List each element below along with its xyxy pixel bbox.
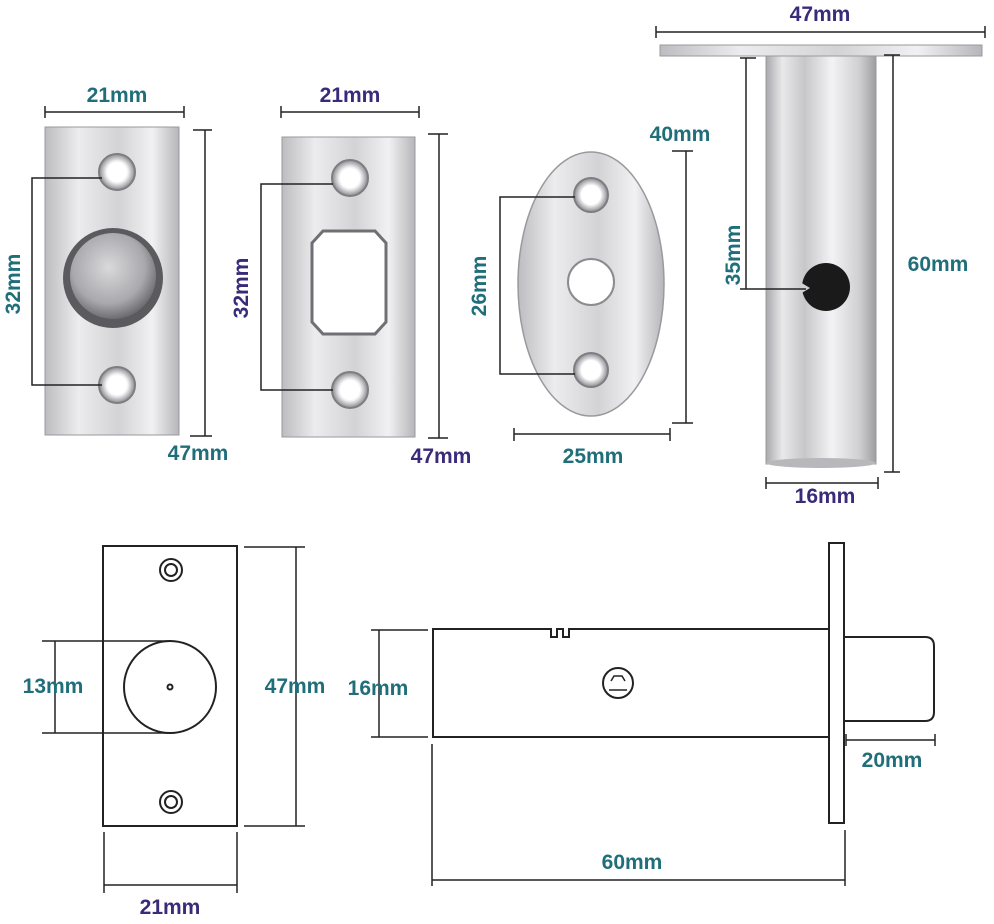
bolt-center-icon bbox=[166, 683, 174, 691]
bolt-body bbox=[659, 44, 983, 468]
center-hole-icon bbox=[567, 258, 615, 306]
side-view-flange bbox=[828, 542, 845, 824]
keyhole-pin bbox=[800, 282, 810, 294]
strike-plate-1-height-label: 47mm bbox=[168, 442, 229, 465]
screw-hole-center bbox=[107, 375, 127, 395]
strike-plate-2-height-label: 47mm bbox=[411, 445, 472, 468]
screw-hole-center bbox=[164, 795, 178, 809]
bolt-tube bbox=[765, 55, 877, 465]
bolt-flange-width-label: 47mm bbox=[790, 3, 851, 26]
oval-plate-height-label: 40mm bbox=[650, 123, 711, 146]
keyhole-icon bbox=[802, 263, 850, 311]
strike-plate-1-dimensions bbox=[31, 106, 212, 437]
screw-hole-icon bbox=[159, 558, 183, 582]
screw-hole-center bbox=[581, 360, 601, 380]
screw-hole-center bbox=[340, 168, 360, 188]
side-view-drawing bbox=[432, 542, 935, 824]
strike-plate-1-hole-spacing-label: 32mm bbox=[2, 254, 25, 315]
front-view-bolt-diameter-label: 13mm bbox=[23, 675, 84, 698]
screw-hole-center bbox=[581, 185, 601, 205]
side-view-dimensions bbox=[371, 629, 936, 886]
front-view-drawing bbox=[102, 545, 238, 827]
oval-plate-hole-spacing-label: 26mm bbox=[468, 256, 491, 317]
bolt-body-dimensions bbox=[655, 26, 986, 489]
bolt-flange bbox=[659, 44, 983, 57]
oval-plate bbox=[517, 151, 665, 417]
strike-plate-1-width-label: 21mm bbox=[87, 84, 148, 107]
bolt-length-label: 60mm bbox=[908, 253, 969, 276]
front-view-height-label: 47mm bbox=[265, 675, 326, 698]
bolt-keyhole-offset-label: 35mm bbox=[722, 225, 745, 286]
screw-hole-center bbox=[340, 380, 360, 400]
side-view-bolt-throw bbox=[844, 636, 935, 722]
keyhole-detail bbox=[609, 675, 627, 691]
bolt-head-icon bbox=[70, 233, 156, 319]
side-view-bolt-throw-label: 20mm bbox=[862, 749, 923, 772]
oval-plate-dimensions bbox=[499, 150, 693, 441]
strike-plate-2-dimensions bbox=[260, 106, 448, 439]
strike-plate-2 bbox=[281, 136, 416, 438]
oval-plate-width-label: 25mm bbox=[563, 445, 624, 468]
front-view-dimensions bbox=[42, 546, 305, 893]
side-view-body-diameter-label: 16mm bbox=[348, 677, 409, 700]
bolt-tube-end bbox=[766, 458, 876, 468]
screw-hole-center bbox=[164, 563, 178, 577]
bolt-slot bbox=[310, 229, 388, 336]
side-view-body-length-label: 60mm bbox=[602, 851, 663, 874]
screw-hole-icon bbox=[159, 790, 183, 814]
strike-plate-2-width-label: 21mm bbox=[320, 84, 381, 107]
strike-plate-1 bbox=[44, 126, 180, 436]
screw-hole-center bbox=[107, 162, 127, 182]
front-view-plate bbox=[102, 545, 238, 827]
bolt-diameter-label: 16mm bbox=[795, 485, 856, 508]
keyhole-icon bbox=[602, 667, 634, 699]
strike-plate-2-hole-spacing-label: 32mm bbox=[230, 258, 253, 319]
front-view-width-label: 21mm bbox=[140, 896, 201, 919]
